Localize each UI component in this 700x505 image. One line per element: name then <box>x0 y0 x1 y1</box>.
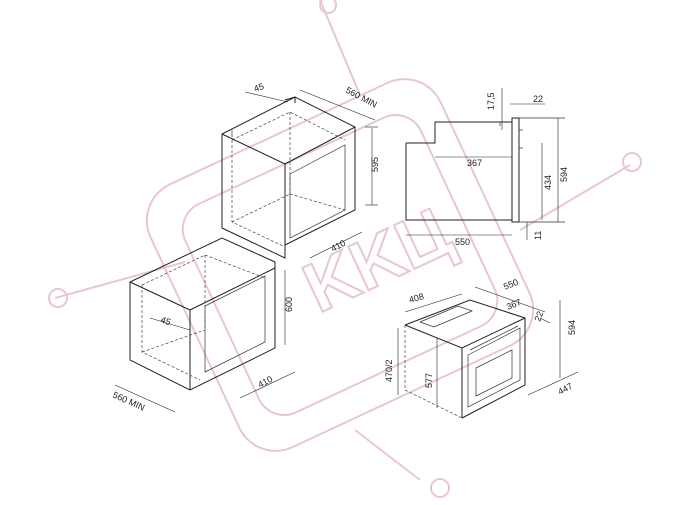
iso-height-label: 594 <box>567 320 577 335</box>
lower-height-label: 600 <box>284 297 294 312</box>
upper-niche-drawing: 45 560 MIN 595 410 <box>221 81 380 259</box>
iso-top-depth-label: 408 <box>408 291 425 305</box>
iso-left-height-label: 470/2 <box>384 359 394 382</box>
side-body-height-label: 434 <box>543 175 553 190</box>
watermark-text: KKЦ <box>292 192 463 327</box>
side-depth-label: 550 <box>455 237 470 247</box>
side-view-drawing: 17,5 22 367 434 594 550 11 <box>405 88 569 247</box>
lower-niche-drawing: 45 600 410 560 MIN <box>111 237 296 413</box>
iso-width-label: 447 <box>556 381 574 397</box>
lower-depth-inner-label: 45 <box>159 314 172 327</box>
iso-door-label: 22 <box>532 310 545 323</box>
upper-height-label: 595 <box>370 157 380 172</box>
lower-depth-bottom-label: 410 <box>256 374 274 390</box>
side-bottom-gap-label: 11 <box>533 231 543 240</box>
side-inner-depth-label: 367 <box>467 158 482 168</box>
watermark-logo: KKЦ <box>48 0 642 498</box>
upper-depth-top-label: 45 <box>252 81 265 94</box>
oven-isometric-drawing: 408 550 367 22 594 447 470/2 577 <box>384 277 579 419</box>
side-total-height-label: 594 <box>559 167 569 182</box>
lower-width-bottom-label: 560 MIN <box>111 390 146 413</box>
iso-inner-depth-label: 367 <box>505 297 523 312</box>
side-top-offset-label: 17,5 <box>486 92 496 110</box>
iso-front-height-label: 577 <box>424 373 434 388</box>
iso-depth-label: 550 <box>502 277 520 292</box>
side-door-label: 22 <box>533 94 543 104</box>
